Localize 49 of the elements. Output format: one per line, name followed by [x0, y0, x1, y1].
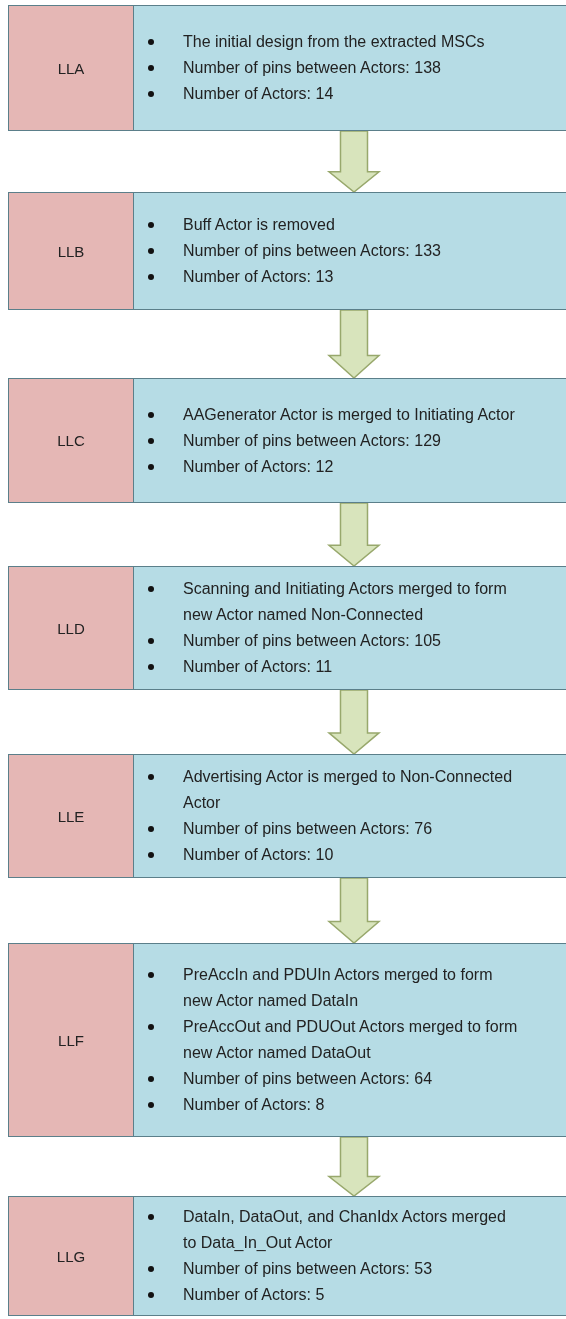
level-label-box: [8, 943, 134, 1137]
bullet-text: Number of Actors: 11: [183, 657, 334, 677]
level-label-box: [8, 1196, 134, 1316]
bullet-text: Number of Actors: 13: [183, 267, 335, 287]
bullet-text: Number of pins between Actors: 133: [183, 241, 442, 261]
bullet-text: Buff Actor is removed: [183, 215, 336, 235]
level-name: LLC: [57, 432, 85, 449]
level-name: LLD: [57, 619, 85, 637]
description-box: [134, 5, 566, 131]
level-name: LLE: [57, 807, 85, 825]
block-arrow: [326, 130, 382, 193]
level-label-box: [8, 5, 134, 131]
bullet-text: Number of pins between Actors: 105: [183, 631, 442, 651]
level-name: LLF: [58, 1031, 84, 1049]
block-arrow: [326, 502, 382, 567]
bullet-text: PreAccIn and PDUIn Actors merged to form new Actor named DataIn: [183, 965, 494, 1011]
level-label-box: [8, 566, 134, 690]
bullet-text: Number of pins between Actors: 53: [183, 1259, 434, 1279]
level-name: LLG: [56, 1247, 86, 1265]
bullet-text: Number of pins between Actors: 64: [183, 1069, 434, 1089]
level-name: LLA: [57, 59, 85, 77]
bullet-text: Number of Actors: 10: [183, 845, 335, 865]
block-arrow: [326, 689, 382, 755]
bullet-text: Advertising Actor is merged to Non-Connected Actor: [183, 767, 514, 813]
bullet-text: Number of pins between Actors: 76: [183, 819, 434, 839]
description-box: [134, 192, 566, 310]
level-label-box: [8, 754, 134, 878]
block-arrow: [326, 1136, 382, 1197]
level-name: LLB: [57, 242, 85, 260]
bullet-text: Number of Actors: 12: [183, 456, 335, 477]
bullet-text: Number of pins between Actors: 138: [183, 58, 442, 78]
block-arrow: [327, 309, 381, 379]
description-box: [134, 754, 566, 878]
description-box: [134, 1196, 566, 1316]
bullet-text: The initial design from the extracted MSCs: [183, 32, 486, 52]
description-box: [134, 566, 566, 690]
bullet-text: AAGenerator Actor is merged to Initiating Actor: [183, 404, 516, 425]
description-box: [134, 378, 566, 503]
bullet-text: PreAccOut and PDUOut Actors merged to form new Actor named DataOut: [183, 1017, 519, 1063]
bullet-text: Number of Actors: 8: [183, 1095, 326, 1115]
block-arrow: [326, 877, 382, 944]
bullet-text: Scanning and Initiating Actors merged to form new Actor named Non-Connected: [183, 579, 508, 625]
bullet-text: Number of Actors: 14: [183, 84, 335, 104]
bullet-text: Number of Actors: 5: [183, 1285, 326, 1305]
bullet-text: DataIn, DataOut, and ChanIdx Actors merged to Data_In_Out Actor: [183, 1207, 507, 1253]
bullet-text: Number of pins between Actors: 129: [183, 430, 442, 451]
level-label-box: [8, 192, 134, 310]
level-label-box: [8, 378, 134, 503]
description-box: [134, 943, 566, 1137]
